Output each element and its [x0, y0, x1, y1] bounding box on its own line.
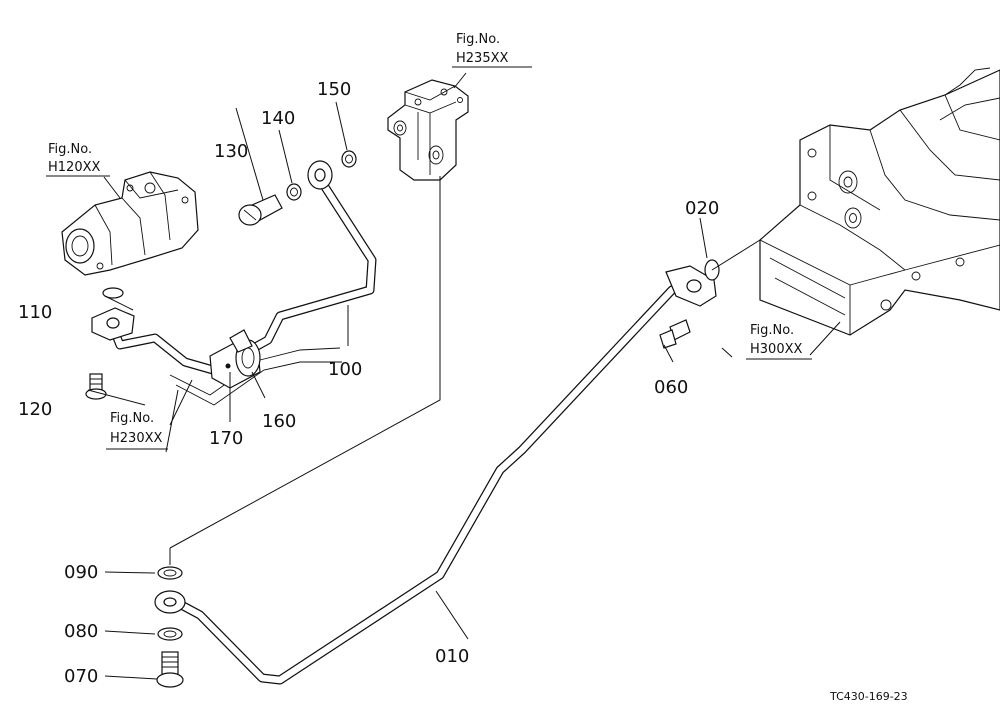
svg-text:Fig.No.: Fig.No.	[750, 323, 794, 338]
label-120: 120	[18, 399, 52, 420]
bolt-060	[659, 319, 691, 349]
svg-text:Fig.No.: Fig.No.	[110, 411, 154, 426]
bolt-070	[156, 651, 184, 688]
fig-ref-h235: Fig.No. H235XX	[452, 32, 532, 68]
part-labels: 010 020 060 070 080 090 100 110 120 130 …	[18, 79, 719, 687]
svg-text:Fig.No.: Fig.No.	[456, 32, 500, 47]
label-080: 080	[64, 621, 98, 642]
label-060: 060	[654, 377, 688, 398]
clamp-160	[209, 329, 261, 389]
label-170: 170	[209, 428, 243, 449]
bolt-120	[85, 373, 107, 400]
washer-150	[341, 150, 357, 168]
fig-ref-h120: Fig.No. H120XX	[46, 142, 110, 177]
label-010: 010	[435, 646, 469, 667]
o-ring-110	[102, 287, 124, 299]
svg-text:H230XX: H230XX	[110, 431, 162, 446]
svg-text:H235XX: H235XX	[456, 51, 508, 66]
svg-text:Fig.No.: Fig.No.	[48, 142, 92, 157]
pipe-010	[154, 265, 717, 685]
label-140: 140	[261, 108, 295, 129]
leader-lines	[87, 72, 841, 680]
svg-text:H300XX: H300XX	[750, 342, 802, 357]
fig-ref-h230: Fig.No. H230XX	[106, 411, 168, 450]
washer-090	[157, 566, 183, 580]
label-110: 110	[18, 302, 52, 323]
fig-ref-h300: Fig.No. H300XX	[746, 323, 812, 360]
label-090: 090	[64, 562, 98, 583]
control-valve	[387, 79, 469, 181]
washer-140	[286, 183, 302, 201]
label-150: 150	[317, 79, 351, 100]
label-070: 070	[64, 666, 98, 687]
banjo-bolt-130	[238, 194, 283, 226]
washer-080	[157, 627, 183, 641]
label-020: 020	[685, 198, 719, 219]
label-160: 160	[262, 411, 296, 432]
label-100: 100	[328, 359, 362, 380]
hydraulic-housing	[759, 67, 1000, 336]
figure-refs: Fig.No. H120XX Fig.No. H235XX Fig.No. H2…	[46, 32, 812, 450]
svg-text:H120XX: H120XX	[48, 160, 100, 175]
hydraulic-pump	[61, 171, 199, 276]
drawing-code: TC430-169-23	[829, 690, 908, 703]
label-130: 130	[214, 141, 248, 162]
